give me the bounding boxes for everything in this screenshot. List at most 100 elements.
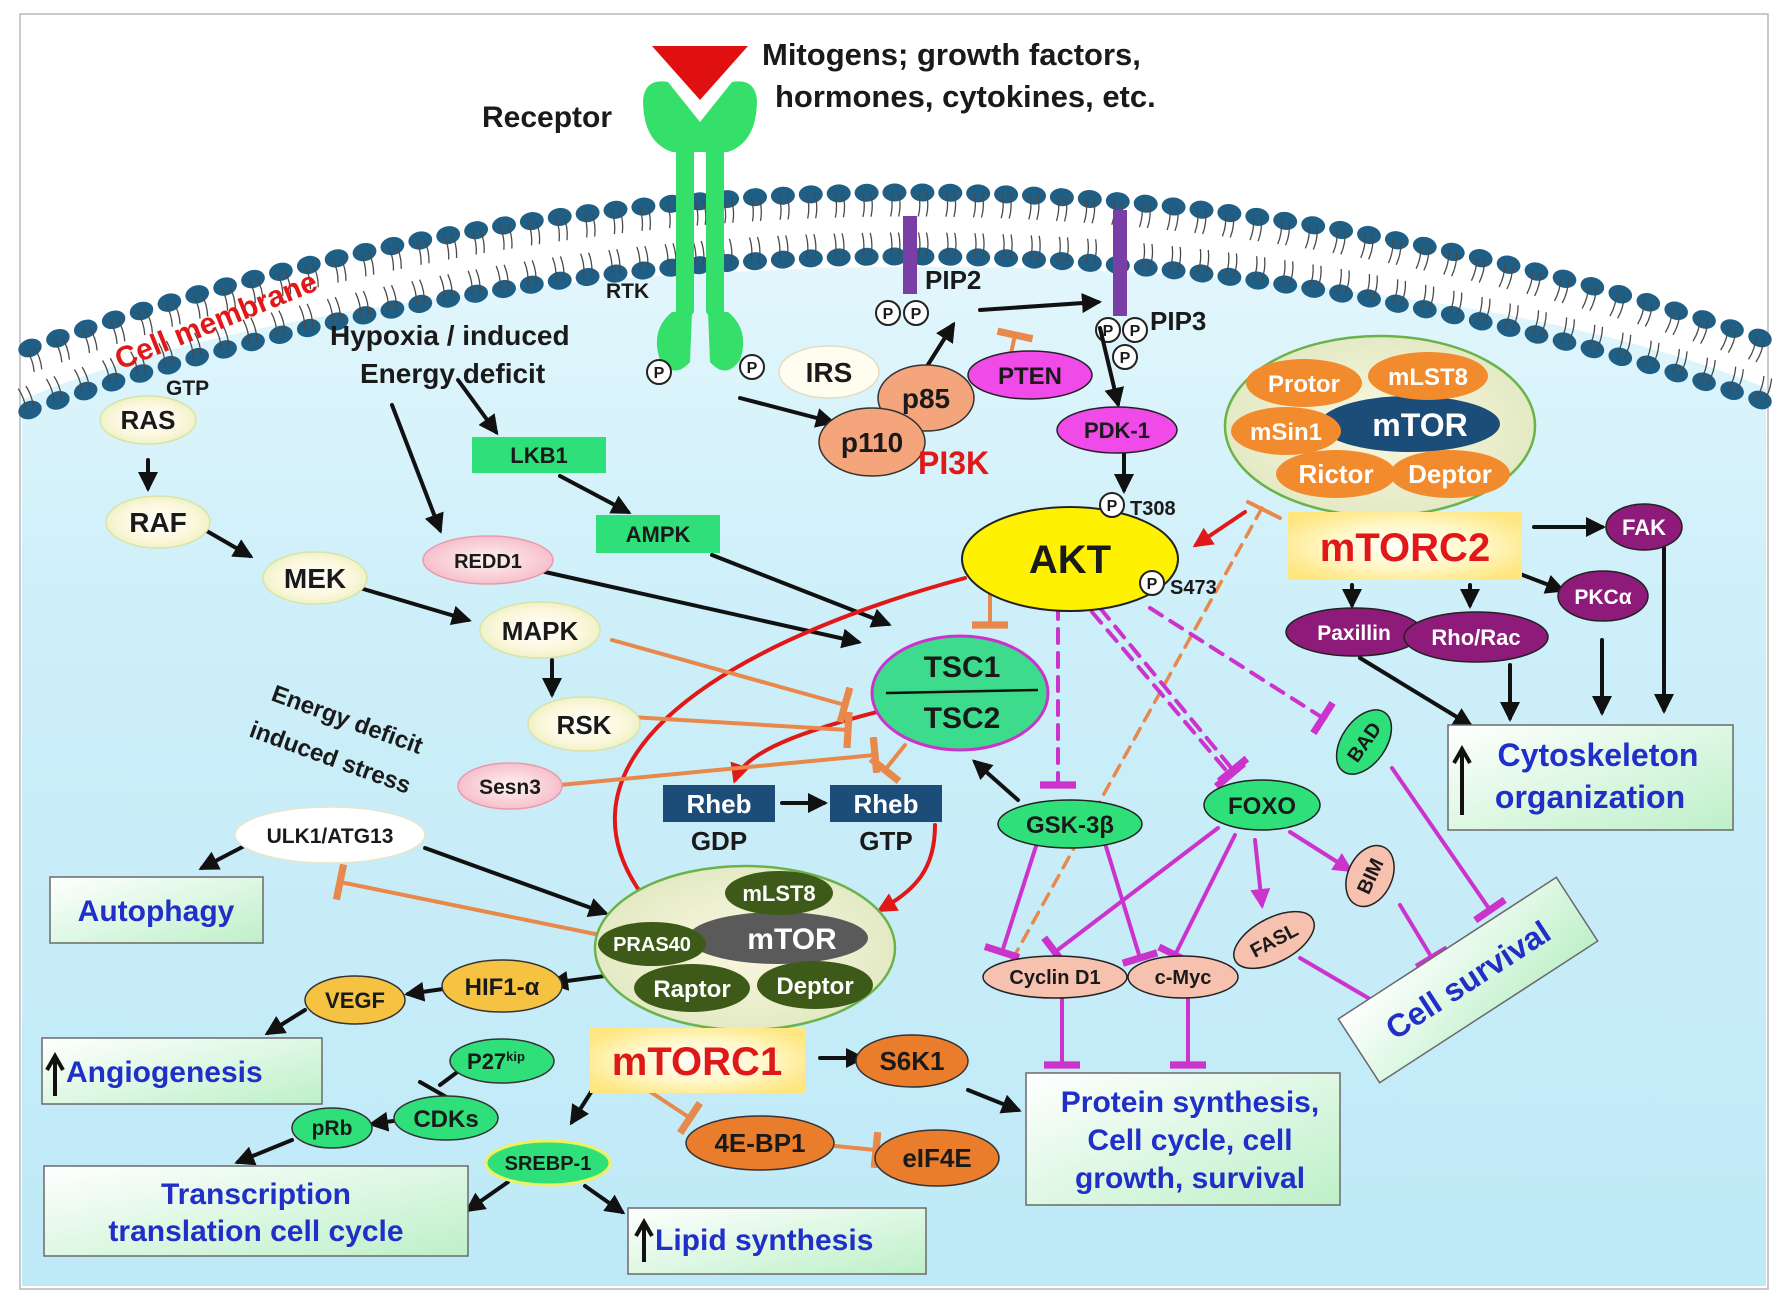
membrane-lipid-tail — [953, 232, 957, 258]
svg-text:mTOR: mTOR — [1372, 407, 1467, 443]
membrane-lipid-tail — [360, 252, 367, 277]
membrane-lipid-tail — [499, 225, 505, 250]
membrane-lipid-head — [882, 183, 907, 202]
membrane-lipid-tail — [1009, 234, 1013, 259]
membrane-lipid-tail — [276, 272, 284, 297]
membrane-lipid-tail — [1415, 245, 1422, 269]
ligands-label-line2: hormones, cytokines, etc. — [775, 79, 1156, 114]
arrow-raf-mek — [203, 528, 254, 559]
membrane-lipid-tail — [1700, 320, 1709, 344]
membrane-lipid-tail — [1392, 279, 1399, 304]
s6k1-node: S6K1 — [855, 1034, 969, 1088]
membrane-lipid-head — [966, 248, 991, 267]
membrane-lipid-tail — [1747, 336, 1757, 360]
svg-text:Rictor: Rictor — [1298, 459, 1373, 489]
mtorc2-mlst8: mLST8 — [1368, 352, 1488, 400]
svg-text:Deptor: Deptor — [776, 973, 853, 1000]
membrane-lipid-tail — [192, 295, 201, 319]
membrane-lipid-tail — [636, 246, 641, 271]
membrane-lipid-head — [798, 185, 823, 204]
membrane-lipid-head — [296, 318, 321, 338]
pip2-lipid — [903, 216, 917, 294]
membrane-lipid-head — [157, 355, 182, 375]
svg-text:translation cell cycle: translation cell cycle — [108, 1215, 403, 1248]
membrane-lipid-tail — [1763, 378, 1773, 402]
membrane-lipid-tail — [242, 319, 250, 344]
membrane-lipid-head — [73, 381, 98, 401]
membrane-lipid-tail — [200, 292, 209, 317]
membrane-lipid-tail — [945, 232, 949, 257]
membrane-lipid-tail — [1506, 265, 1514, 290]
membrane-lipid-tail — [1057, 236, 1061, 262]
svg-text:PDK-1: PDK-1 — [1084, 418, 1150, 443]
membrane-lipid-head — [1049, 188, 1074, 207]
svg-text:Protein synthesis,: Protein synthesis, — [1061, 1086, 1319, 1119]
membrane-lipid-tail — [869, 232, 873, 257]
inhibit-mtorc2-tsc-dashed-bar — [1246, 500, 1282, 520]
rheb-gtp-node: Rheb GTP — [830, 785, 942, 856]
membrane-lipid-tail — [664, 243, 669, 269]
svg-text:P27kip: P27kip — [467, 1049, 525, 1074]
inhibit-mapk-tsc — [610, 638, 854, 724]
membrane-lipid-tail — [415, 241, 422, 265]
pip2-label: PIP2 — [925, 265, 981, 295]
phosphate-circle-icon: P — [1122, 317, 1148, 343]
membrane-lipid-head — [1748, 328, 1772, 348]
svg-text:REDD1: REDD1 — [454, 551, 522, 573]
membrane-lipid-tail — [563, 216, 568, 241]
membrane-lipid-tail — [981, 233, 985, 258]
membrane-lipid-tail — [756, 236, 761, 262]
membrane-lipid-head — [743, 252, 767, 271]
membrane-lipid-tail — [164, 303, 174, 327]
membrane-lipid-head — [1720, 319, 1744, 338]
arrow-hypoxia-lkb1 — [456, 378, 499, 436]
p27kip-node: P27kip — [449, 1038, 555, 1084]
mtorc1-pras40: PRAS40 — [598, 922, 706, 966]
membrane-lipid-head — [1608, 284, 1633, 304]
svg-text:PKCα: PKCα — [1574, 586, 1631, 609]
membrane-lipid-tail — [130, 351, 139, 375]
svg-text:AKT: AKT — [1029, 538, 1111, 582]
mtorc2-msin1: mSin1 — [1231, 407, 1341, 455]
edges — [138, 293, 1674, 1215]
membrane-lipid-tail — [1400, 280, 1407, 305]
membrane-lipid-tail — [1755, 375, 1765, 400]
membrane-lipid-tail — [1332, 229, 1338, 254]
membrane-lipid-tail — [1699, 357, 1709, 381]
membrane-lipid-tail — [1671, 348, 1681, 373]
phosphate-circle-icon: P — [1099, 492, 1125, 518]
svg-text:growth, survival: growth, survival — [1075, 1162, 1305, 1195]
mtorc2-complex: mTOR Protor mLST8 mSin1 Rictor Deptor — [1223, 334, 1537, 518]
membrane-lipid-tail — [186, 334, 195, 359]
prb-node: pRb — [291, 1107, 373, 1149]
inhibit-mtorc2-tsc-dashed — [998, 506, 1264, 984]
membrane-lipid-tail — [1707, 360, 1716, 384]
membrane-lipid-tail — [842, 193, 846, 218]
membrane-lipid-tail — [144, 309, 154, 333]
pip3-label: PIP3 — [1150, 306, 1206, 336]
membrane-lipid-tail — [1304, 224, 1311, 249]
membrane-lipid-head — [854, 183, 879, 202]
membrane-lipid-tail — [590, 212, 596, 237]
membrane-lipid-tail — [467, 270, 473, 295]
svg-text:MEK: MEK — [284, 563, 346, 594]
hif1a-node: HIF1-α — [441, 959, 563, 1013]
membrane-lipid-head — [324, 312, 349, 331]
membrane-lipid-tail — [638, 206, 644, 231]
ligands-label-line1: Mitogens; growth factors, — [762, 37, 1141, 72]
membrane-lipid-tail — [306, 303, 314, 328]
hypoxia-label-line2: Energy deficit — [360, 358, 545, 389]
mtorc2-rictor: Rictor — [1276, 450, 1396, 498]
inhibit-gsk-cyclin — [983, 838, 1040, 961]
bad-node: BAD — [1335, 709, 1393, 775]
membrane-lipid-tail — [587, 252, 593, 277]
membrane-lipid-tail — [1138, 203, 1143, 228]
svg-text:P: P — [883, 306, 894, 323]
membrane-lipid-tail — [1055, 196, 1060, 222]
eif4e-node: eIF4E — [874, 1129, 1000, 1187]
membrane-lipid-tail — [814, 194, 818, 219]
cyclin-d1-node: Cyclin D1 — [982, 955, 1128, 999]
membrane-lipid-tail — [25, 385, 35, 409]
inhibit-bad-survival — [1390, 766, 1507, 924]
membrane-lipid-tail — [1609, 293, 1618, 317]
